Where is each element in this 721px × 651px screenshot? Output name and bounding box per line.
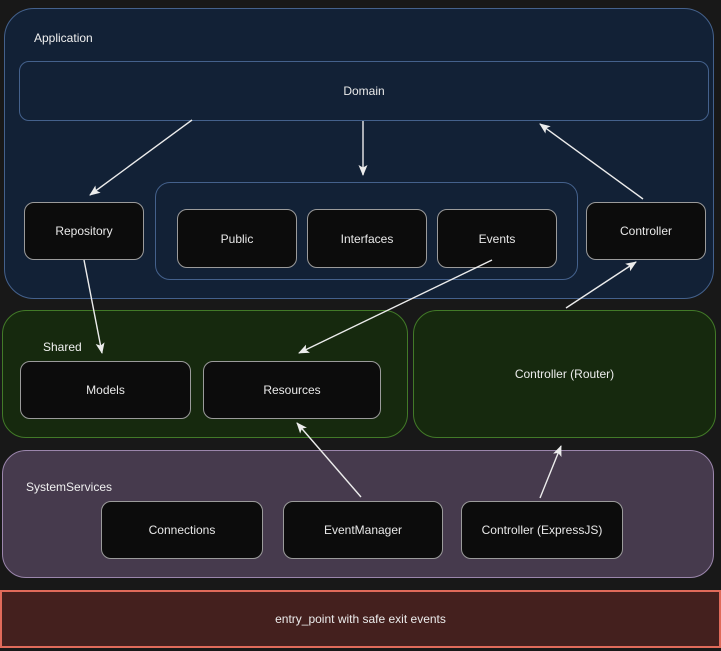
interfaces-node-label: Interfaces [340,231,394,246]
event-manager-node-label: EventManager [323,523,403,537]
system-services-label: SystemServices [26,480,113,494]
controller-node: Controller [586,202,706,260]
events-node: Events [437,209,557,268]
interfaces-node: Interfaces [307,209,427,268]
public-node-label: Public [220,231,254,246]
repository-node: Repository [24,202,144,260]
controller-expressjs-node-label: Controller (ExpressJS) [481,523,603,537]
models-node-label: Models [86,383,125,397]
resources-node: Resources [203,361,381,419]
models-node: Models [20,361,191,419]
public-interfaces-events-group: Public Interfaces Events [155,182,578,280]
domain-node-label: Domain [343,84,385,98]
public-node: Public [177,209,297,268]
controller-node-label: Controller [619,224,673,238]
application-container: Application Domain Repository Public Int… [4,8,714,299]
events-node-label: Events [478,231,516,246]
application-label: Application [34,31,93,45]
connections-node: Connections [101,501,263,559]
system-services-container: SystemServices Connections EventManager … [2,450,714,578]
controller-expressjs-node: Controller (ExpressJS) [461,501,623,559]
controller-router-label: Controller (Router) [514,367,615,381]
connections-node-label: Connections [148,523,216,537]
controller-router-container: Controller (Router) [413,310,716,438]
repository-node-label: Repository [55,224,113,238]
shared-container: Shared Models Resources [2,310,408,438]
entry-point-label: entry_point with safe exit events [275,612,446,626]
domain-node: Domain [19,61,709,121]
resources-node-label: Resources [263,383,321,397]
entry-point-bar: entry_point with safe exit events [0,590,721,648]
shared-label: Shared [43,340,82,354]
event-manager-node: EventManager [283,501,443,559]
